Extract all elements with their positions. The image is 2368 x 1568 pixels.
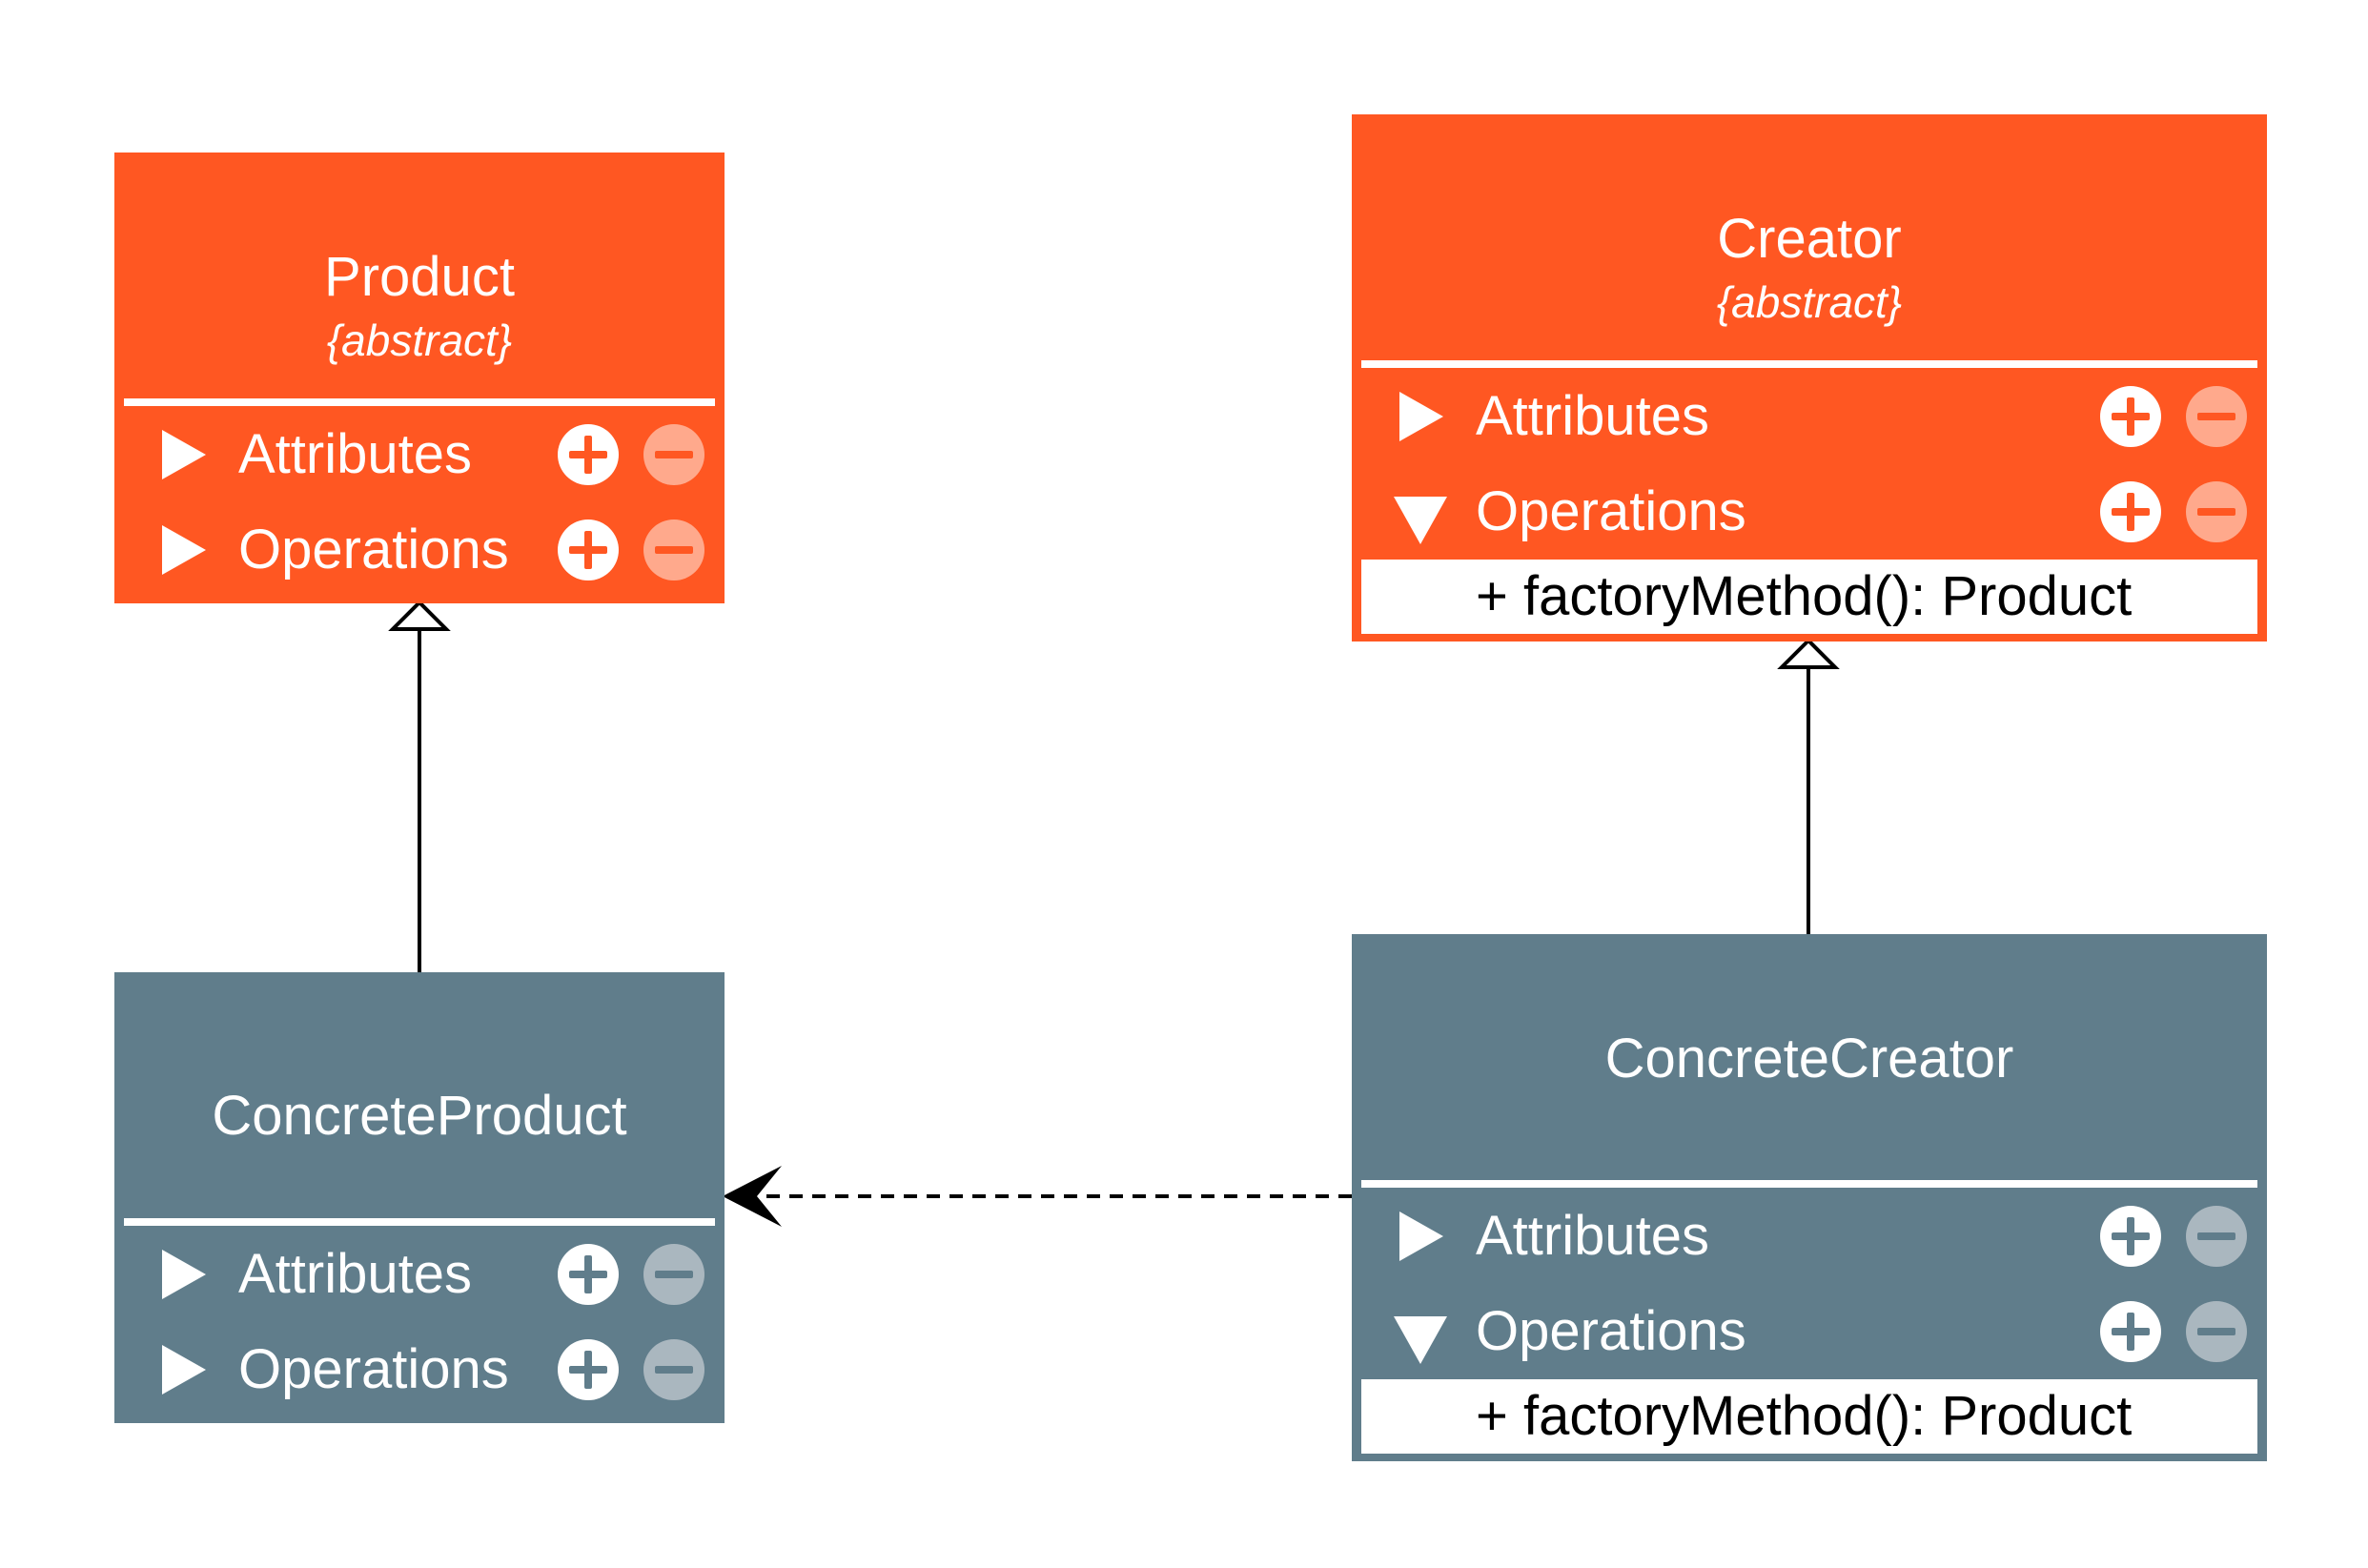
remove-operation-button[interactable]	[643, 1339, 704, 1400]
operations-label: Operations	[1476, 480, 1746, 542]
triangle-down-icon[interactable]	[1394, 1316, 1447, 1364]
header-separator	[124, 1218, 715, 1226]
add-operation-button[interactable]	[558, 1339, 619, 1400]
triangle-right-icon[interactable]	[162, 525, 206, 575]
dependency-arrowhead	[723, 1166, 782, 1227]
add-attribute-button[interactable]	[2100, 386, 2161, 447]
operations-section[interactable]: Operations	[124, 1322, 715, 1417]
add-attribute-button[interactable]	[558, 424, 619, 485]
triangle-right-icon[interactable]	[162, 1250, 206, 1299]
header-separator	[1361, 1180, 2257, 1188]
attributes-section[interactable]: Attributes	[124, 407, 715, 502]
remove-operation-button[interactable]	[643, 519, 704, 580]
remove-attribute-button[interactable]	[643, 424, 704, 485]
product-class-box[interactable]: Product {abstract} Attributes Operations	[114, 153, 725, 603]
class-name: ConcreteCreator	[1604, 1028, 2014, 1089]
operation-row[interactable]: + factoryMethod(): Product	[1361, 1379, 2257, 1454]
operations-section[interactable]: Operations	[1361, 1284, 2257, 1379]
add-attribute-button[interactable]	[2100, 1206, 2161, 1267]
concrete-product-class-box[interactable]: ConcreteProduct Attributes Operations	[114, 972, 725, 1423]
class-header: Product {abstract}	[114, 243, 725, 369]
attributes-section[interactable]: Attributes	[124, 1227, 715, 1322]
header-separator	[1361, 360, 2257, 368]
operations-section[interactable]: Operations	[124, 502, 715, 598]
attributes-label: Attributes	[1476, 1205, 1709, 1267]
operation-row[interactable]: + factoryMethod(): Product	[1361, 560, 2257, 634]
concrete-creator-class-box[interactable]: ConcreteCreator Attributes Operations + …	[1352, 934, 2267, 1461]
attributes-label: Attributes	[238, 423, 472, 485]
class-stereotype: {abstract}	[1716, 277, 1903, 327]
add-operation-button[interactable]	[2100, 481, 2161, 542]
attributes-label: Attributes	[238, 1243, 472, 1305]
inheritance-arrowhead-creator	[1777, 638, 1840, 669]
triangle-right-icon[interactable]	[1399, 392, 1443, 441]
inheritance-arrowhead-product	[388, 600, 451, 631]
operations-label: Operations	[1476, 1300, 1746, 1362]
attributes-label: Attributes	[1476, 385, 1709, 447]
add-operation-button[interactable]	[2100, 1301, 2161, 1362]
operations-label: Operations	[238, 1338, 509, 1400]
creator-class-box[interactable]: Creator {abstract} Attributes Operations…	[1352, 114, 2267, 641]
class-header: ConcreteProduct	[114, 1082, 725, 1151]
remove-attribute-button[interactable]	[2186, 1206, 2247, 1267]
add-attribute-button[interactable]	[558, 1244, 619, 1305]
triangle-down-icon[interactable]	[1394, 497, 1447, 544]
triangle-right-icon[interactable]	[162, 1345, 206, 1395]
operation-signature: + factoryMethod(): Product	[1476, 565, 2133, 627]
remove-attribute-button[interactable]	[643, 1244, 704, 1305]
remove-operation-button[interactable]	[2186, 481, 2247, 542]
add-operation-button[interactable]	[558, 519, 619, 580]
triangle-right-icon[interactable]	[1399, 1212, 1443, 1261]
class-header: ConcreteCreator	[1352, 1025, 2267, 1093]
remove-attribute-button[interactable]	[2186, 386, 2247, 447]
attributes-section[interactable]: Attributes	[1361, 369, 2257, 464]
header-separator	[124, 398, 715, 406]
operation-signature: + factoryMethod(): Product	[1476, 1385, 2133, 1447]
class-name: Product	[324, 246, 515, 308]
class-stereotype: {abstract}	[326, 316, 513, 365]
triangle-right-icon[interactable]	[162, 430, 206, 479]
operations-section[interactable]: Operations	[1361, 464, 2257, 560]
class-name: ConcreteProduct	[212, 1085, 627, 1147]
class-header: Creator {abstract}	[1352, 205, 2267, 331]
class-name: Creator	[1717, 208, 1902, 270]
operations-label: Operations	[238, 519, 509, 580]
remove-operation-button[interactable]	[2186, 1301, 2247, 1362]
attributes-section[interactable]: Attributes	[1361, 1189, 2257, 1284]
